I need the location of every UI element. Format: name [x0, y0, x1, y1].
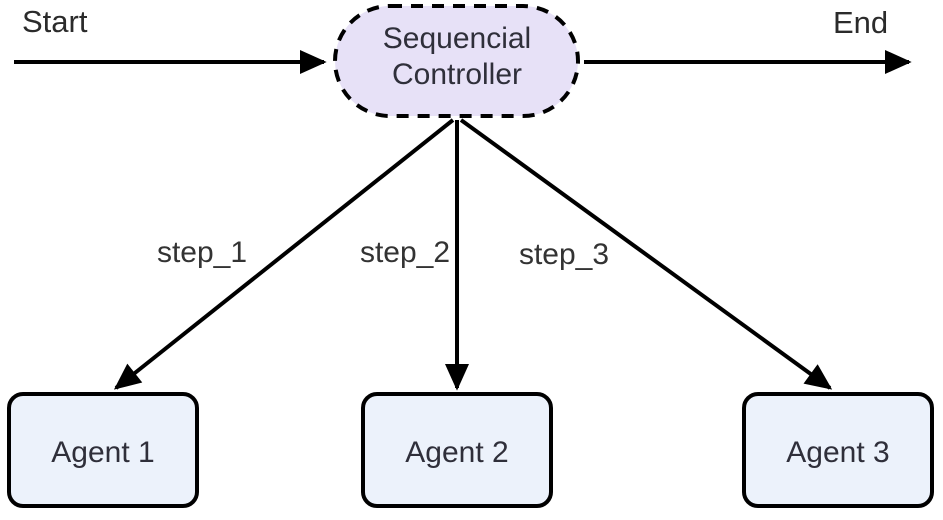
agent-1-node: [7, 392, 199, 508]
controller-label-line1: Sequencial: [383, 22, 531, 55]
edge-label-bg-step-2: [357, 232, 451, 270]
agent-3-label: Agent 3: [786, 436, 889, 469]
end-label: End: [833, 5, 888, 40]
edge-step-3: [459, 118, 833, 390]
agent-2-node: [361, 392, 553, 508]
edge-label-bg-step-1: [154, 232, 250, 270]
start-label: Start: [22, 4, 88, 39]
edge-label-bg-step-3: [514, 234, 614, 272]
controller-label-line2: Controller: [392, 58, 522, 91]
agent-3-node: [742, 392, 934, 508]
agent-1-label: Agent 1: [51, 436, 154, 469]
sequencial-controller-node: [333, 4, 580, 118]
edge-step-1: [113, 118, 455, 390]
edge-label-step-2: step_2: [360, 236, 450, 269]
edge-label-step-1: step_1: [157, 236, 247, 269]
agent-2-label: Agent 2: [405, 436, 508, 469]
edge-label-step-3: step_3: [519, 238, 609, 271]
